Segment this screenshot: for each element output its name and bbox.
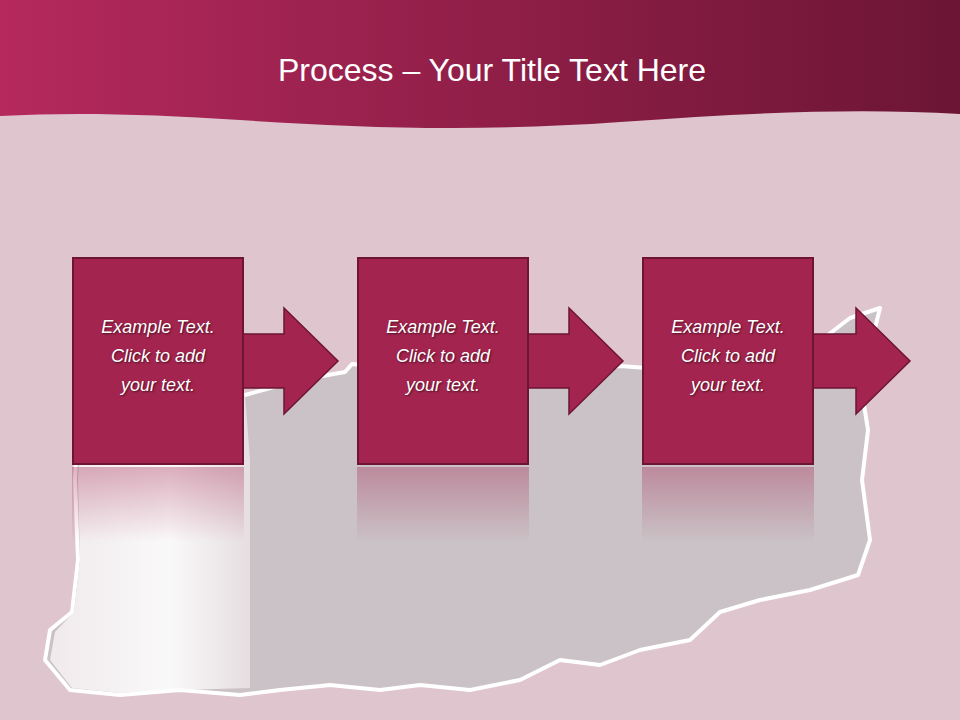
box-reflection — [357, 467, 529, 542]
box-text: Example Text. Click to add your text. — [377, 313, 509, 400]
box-text: Example Text. Click to add your text. — [662, 313, 794, 400]
block-arrow — [242, 308, 338, 414]
block-arrow — [527, 308, 623, 414]
box-reflection — [72, 467, 244, 542]
process-box: Example Text. Click to add your text. — [72, 257, 244, 465]
process-box: Example Text. Click to add your text. — [357, 257, 529, 465]
slide-title: Process – Your Title Text Here — [0, 52, 960, 89]
process-box: Example Text. Click to add your text. — [642, 257, 814, 465]
box-reflection — [642, 467, 814, 542]
box-text: Example Text. Click to add your text. — [92, 313, 224, 400]
trailing-arrow — [812, 308, 910, 414]
title-banner — [0, 0, 960, 128]
